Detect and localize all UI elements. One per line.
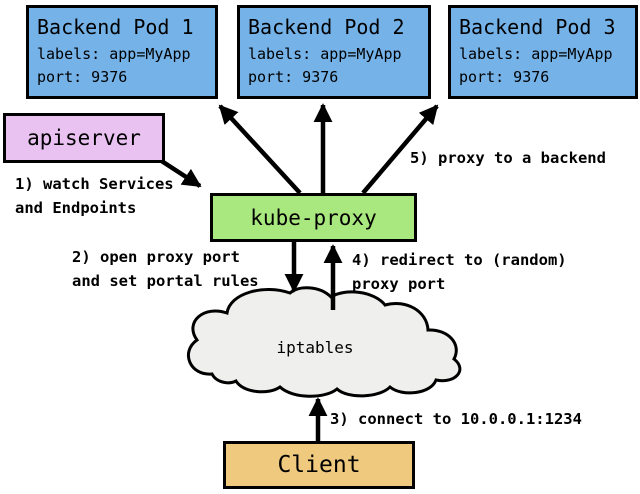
step4-line1: 4) redirect to (random) — [352, 251, 567, 269]
step2-line1: 2) open proxy port — [72, 248, 240, 266]
arrow-apiserver-to-kube-proxy — [158, 158, 202, 188]
kube-proxy-label: kube-proxy — [250, 205, 377, 230]
step1-line1: 1) watch Services — [15, 175, 174, 193]
backend-pod-3-port: port: 9376 — [459, 68, 550, 86]
backend-pod-3-box: Backend Pod 3 labels: app=MyApp port: 93… — [448, 5, 638, 99]
step5-annotation: 5) proxy to a backend — [410, 149, 606, 167]
step1-annotation: 1) watch Services and Endpoints — [15, 172, 174, 220]
iptables-label: iptables — [276, 338, 354, 357]
iptables-cloud-shape — [186, 286, 462, 398]
arrow-kube-proxy-to-pod3 — [361, 104, 439, 195]
apiserver-label: apiserver — [27, 126, 141, 150]
backend-pod-1-port: port: 9376 — [37, 68, 128, 86]
backend-pod-3-title: Backend Pod 3 — [459, 15, 616, 39]
step2-line2: and set portal rules — [72, 272, 259, 290]
backend-pod-2-port: port: 9376 — [248, 68, 339, 86]
backend-pod-2-box: Backend Pod 2 labels: app=MyApp port: 93… — [237, 5, 431, 99]
backend-pod-2-title: Backend Pod 2 — [248, 15, 405, 39]
backend-pod-1-labels: labels: app=MyApp — [37, 45, 191, 63]
backend-pod-1-title: Backend Pod 1 — [37, 15, 194, 39]
step4-line2: proxy port — [352, 275, 446, 293]
step4-annotation: 4) redirect to (random) proxy port — [352, 248, 567, 296]
step2-annotation: 2) open proxy port and set portal rules — [72, 245, 259, 293]
client-label: Client — [277, 452, 361, 478]
backend-pod-3-labels: labels: app=MyApp — [459, 45, 613, 63]
kube-proxy-box: kube-proxy — [210, 193, 417, 242]
backend-pod-1-box: Backend Pod 1 labels: app=MyApp port: 93… — [26, 5, 218, 99]
backend-pod-2-labels: labels: app=MyApp — [248, 45, 402, 63]
step1-line2: and Endpoints — [15, 199, 137, 217]
apiserver-box: apiserver — [3, 113, 165, 163]
arrow-kube-proxy-to-pod1 — [218, 104, 302, 195]
step3-annotation: 3) connect to 10.0.0.1:1234 — [330, 410, 582, 428]
client-box: Client — [223, 441, 415, 489]
